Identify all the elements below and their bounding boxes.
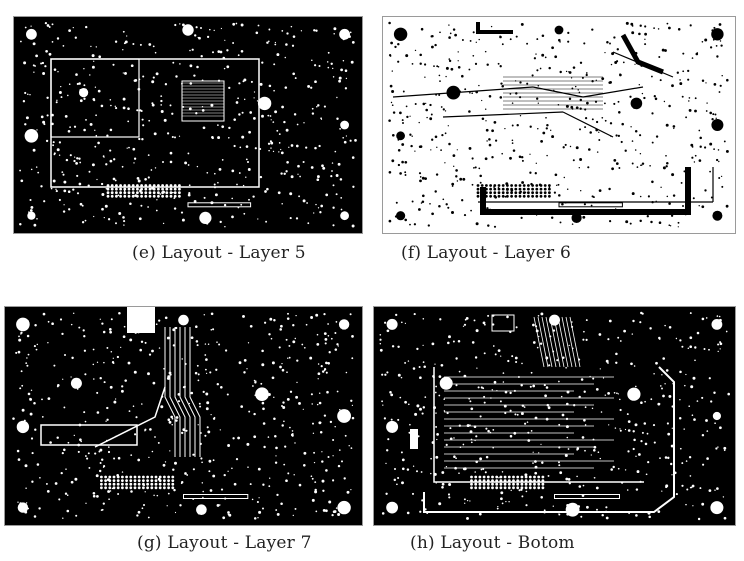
pcb-layout-layer-6 xyxy=(382,16,736,234)
caption-layer-5: (e) Layout - Layer 5 xyxy=(132,243,306,263)
layer-7-image xyxy=(5,307,362,525)
layer-5-image xyxy=(14,17,362,233)
bottom-layer-image xyxy=(374,307,735,525)
caption-layer-7: (g) Layout - Layer 7 xyxy=(137,533,312,553)
caption-bottom: (h) Layout - Botom xyxy=(410,533,575,553)
pcb-layout-bottom xyxy=(373,306,736,526)
pcb-layout-layer-5 xyxy=(13,16,363,234)
caption-layer-6: (f) Layout - Layer 6 xyxy=(401,243,571,263)
pcb-layout-layer-7 xyxy=(4,306,363,526)
layer-6-image xyxy=(383,17,735,233)
